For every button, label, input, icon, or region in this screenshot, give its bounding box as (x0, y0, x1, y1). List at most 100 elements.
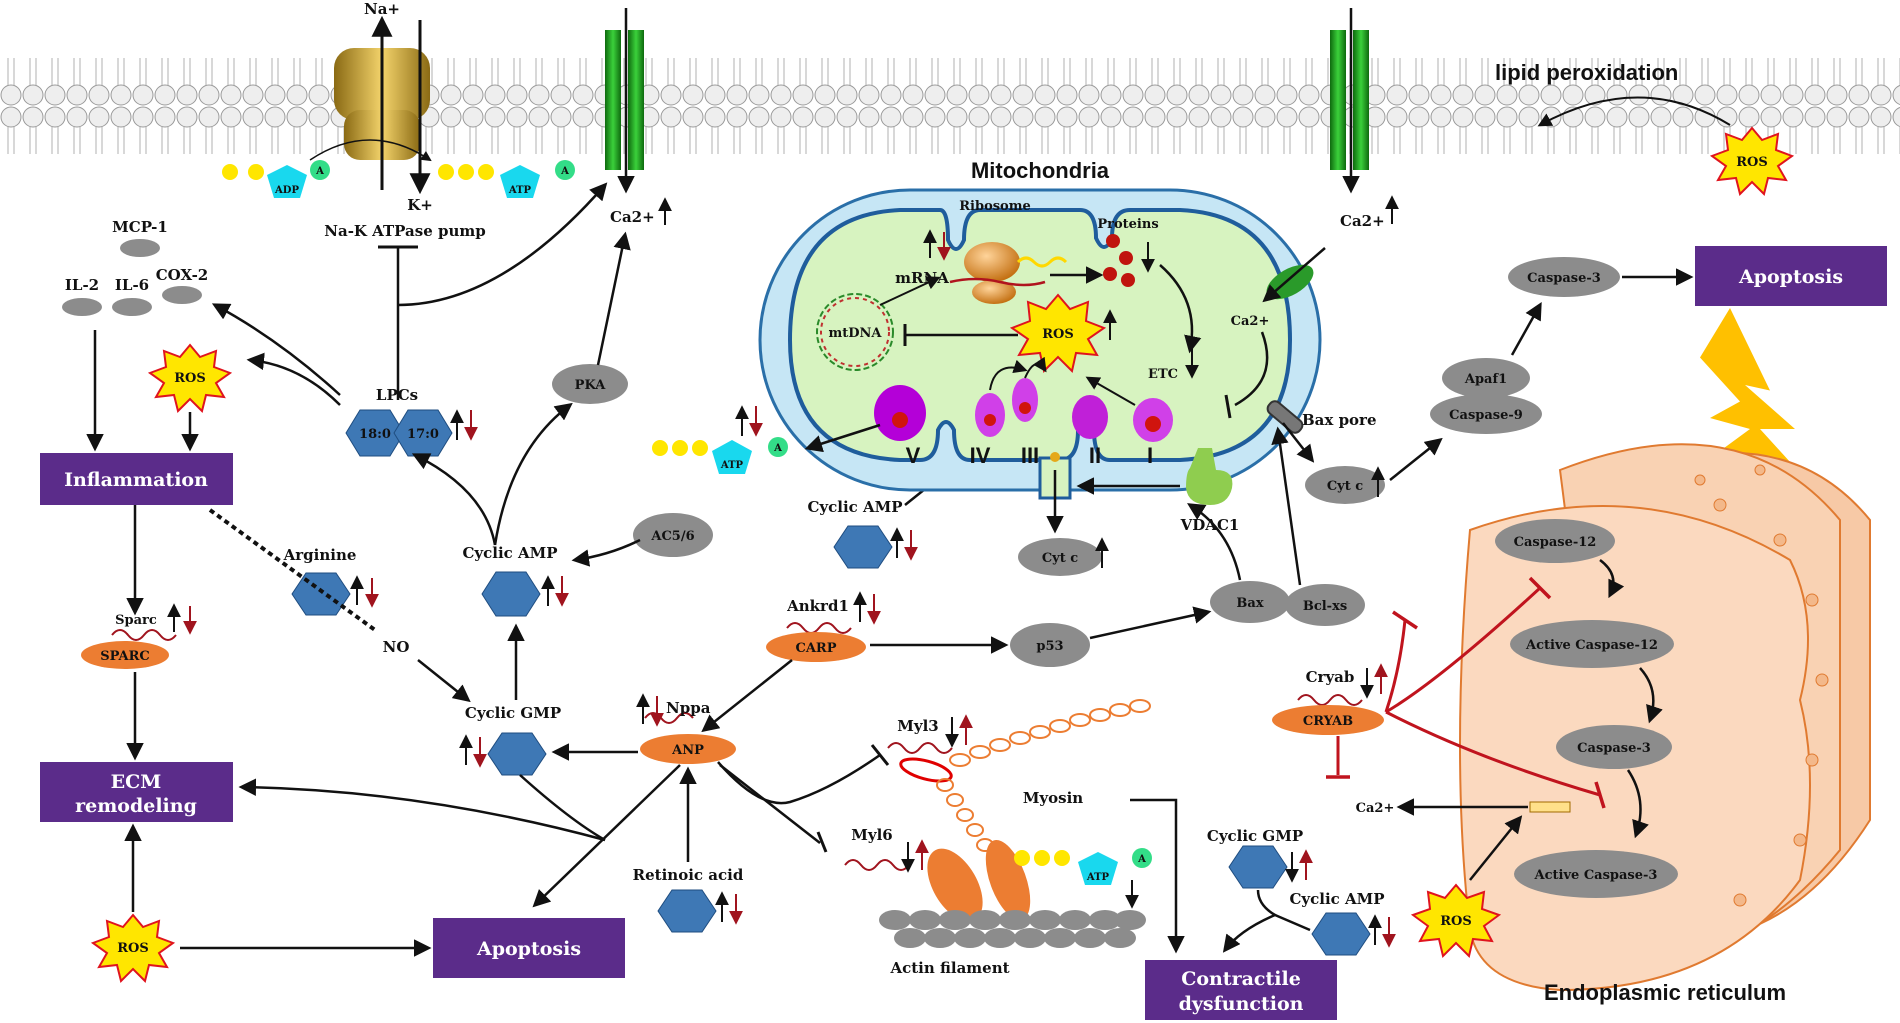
na-ion-label: Na+ (364, 0, 400, 18)
atp-adenine-pump: A (560, 166, 569, 177)
complex-iv-label: IV (970, 443, 991, 468)
lpcs-to-ca-channel (397, 182, 608, 307)
actin-filament (879, 910, 1146, 948)
ac56-label: AC5/6 (650, 529, 694, 544)
complex-iii-to-ros (1024, 356, 1047, 379)
protein-dot-4 (1121, 273, 1135, 287)
anp-inhibit-myl6 (719, 764, 821, 844)
to-ecm-arrow (238, 778, 606, 842)
contractile-label-1: Contractile (1181, 968, 1301, 990)
lpc-180-hexagon (345, 409, 405, 457)
bclxs-oval (1285, 584, 1365, 626)
myosin-head-left (927, 848, 983, 922)
retinoic-acid-hexagon (657, 889, 717, 933)
sparc-gene-label: Sparc (115, 613, 157, 628)
etc-label: ETC (1148, 367, 1178, 382)
ac56-oval (633, 513, 713, 557)
camp-mito-label: Cyclic AMP (807, 498, 902, 516)
cox2-label: COX-2 (156, 266, 209, 284)
ca-inhibit-etc-bar (1224, 394, 1232, 419)
active-caspase12-label: Active Caspase-12 (1525, 638, 1658, 653)
caspase3-oval-right (1508, 257, 1620, 297)
il6-oval (112, 298, 152, 316)
complex-iv-to-ros (989, 359, 1028, 391)
ca-label-right: Ca2+ (1340, 212, 1385, 230)
ca-label-left: Ca2+ (610, 208, 655, 226)
contractile-label-2: dysfunction (1179, 993, 1304, 1015)
p53-oval (1010, 623, 1090, 667)
complex-i-label: I (1147, 443, 1153, 468)
complex-v (874, 385, 926, 441)
anp-inhibit-myl3-bar (870, 744, 890, 766)
camp-contractile-label: Cyclic AMP (1289, 890, 1384, 908)
il6-label: IL-6 (115, 276, 149, 294)
carp-protein (766, 632, 866, 662)
caspase12-oval (1495, 519, 1615, 563)
ca-into-mito (1262, 247, 1326, 303)
complex-v-to-atp (804, 423, 881, 453)
complex-iv (975, 393, 1005, 437)
camp-to-pka (493, 402, 573, 546)
camp-label: Cyclic AMP (462, 544, 557, 562)
cryab-gene-label: Cryab (1306, 668, 1355, 686)
mrna-label: mRNA (895, 269, 949, 287)
no-to-cgmp (417, 659, 471, 703)
myl6-label: Myl6 (851, 826, 892, 844)
anp-to-apoptosis (532, 764, 681, 908)
lpcs-to-ros (246, 352, 341, 406)
ribosome-small (972, 280, 1016, 304)
caspase3-label-er: Caspase-3 (1577, 741, 1651, 756)
cgmp-contractile-label: Cyclic GMP (1207, 827, 1303, 845)
lpc-170-label: 17:0 (407, 427, 439, 442)
proteins-to-etc (1159, 264, 1202, 354)
myosin-tail (936, 699, 1151, 852)
apoptosis-box-bottom (433, 918, 625, 978)
ros-label-membrane: ROS (1736, 155, 1768, 170)
lightning-bolt (1700, 308, 1810, 484)
myosin-head-right (985, 840, 1031, 920)
adp-adenine: A (315, 166, 324, 177)
sparc-gene-wave (111, 629, 177, 641)
cytc-release-point (1050, 452, 1060, 462)
ankrd1-gene-wave (786, 622, 852, 634)
ros-burst-bottom (90, 913, 176, 983)
il2-label: IL-2 (65, 276, 99, 294)
cytc-oval-mito (1018, 538, 1102, 576)
myl3-ring (899, 757, 953, 783)
complex-iii (1012, 378, 1038, 422)
apoptosis-box-right (1695, 246, 1887, 306)
ros-burst-left (147, 343, 233, 413)
mito-title: Mitochondria (971, 158, 1110, 183)
anp-protein (640, 734, 736, 764)
complex-ii (1072, 395, 1108, 439)
apoptosome-to-caspase3 (1510, 301, 1542, 356)
vdac1-label: VDAC1 (1180, 516, 1240, 534)
peptide-chain (1016, 256, 1068, 268)
active-caspase3-label: Active Caspase-3 (1534, 868, 1658, 883)
ecm-label-1: ECM (111, 771, 162, 793)
complex-i (1133, 398, 1173, 442)
mrna-strand (949, 277, 1046, 287)
cell-membrane (0, 57, 1900, 163)
bax-label: Bax (1236, 596, 1263, 611)
camp-mito-hexagon (833, 525, 893, 569)
mtdna-circle (816, 293, 894, 371)
cytc-label-mito: Cyt c (1042, 551, 1078, 566)
active-caspase12-oval (1510, 620, 1674, 668)
myosin-label: Myosin (1023, 789, 1083, 807)
proteins-label: Proteins (1097, 217, 1158, 232)
cgmp-contractile-hexagon (1228, 845, 1288, 889)
ribosome-large (964, 242, 1020, 282)
ros-label-left: ROS (174, 371, 206, 386)
atp-label-myosin: ATP (1086, 872, 1110, 883)
ecm-label-2: remodeling (75, 795, 197, 817)
retinoic-acid-label: Retinoic acid (633, 866, 744, 884)
caspase3-label-right: Caspase-3 (1527, 271, 1601, 286)
caspase3-activation (1626, 769, 1649, 839)
mtdna-to-mrna (879, 276, 941, 306)
no-label: NO (383, 638, 410, 656)
ecm-remodeling-box (40, 762, 233, 822)
anp-label: ANP (671, 743, 704, 758)
protein-dot-2 (1119, 251, 1133, 265)
ros-label-er: ROS (1440, 914, 1472, 929)
